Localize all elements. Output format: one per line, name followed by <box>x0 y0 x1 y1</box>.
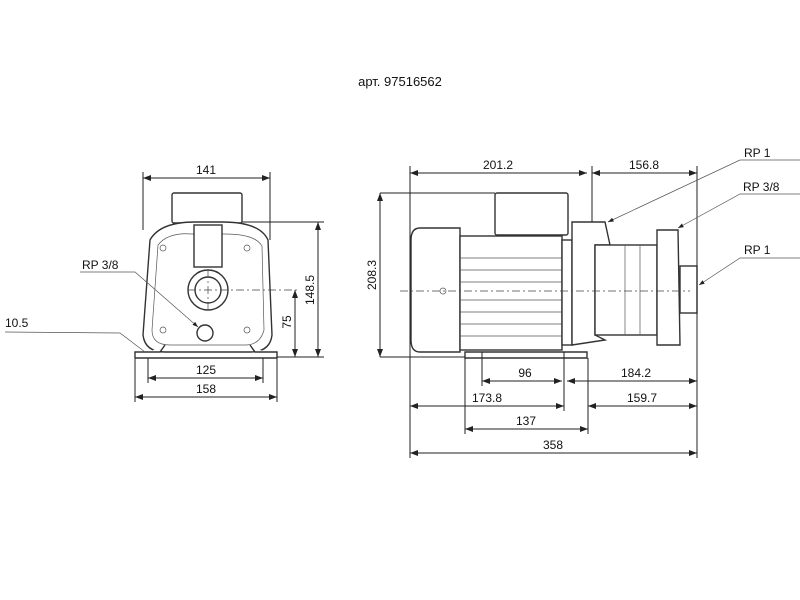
dim-358: 358 <box>543 438 563 452</box>
article-title: арт. 97516562 <box>358 74 442 89</box>
base-foot-side <box>464 351 588 359</box>
dim-158: 158 <box>196 382 216 396</box>
motor-fan-cover <box>410 227 461 353</box>
label-rp-3-8-front: RP 3/8 <box>82 258 119 272</box>
dim-125: 125 <box>196 363 216 377</box>
dim-10-5: 10.5 <box>5 316 29 330</box>
dim-173-8: 173.8 <box>472 391 502 405</box>
terminal-box-side <box>494 192 569 236</box>
dim-184-2: 184.2 <box>621 366 651 380</box>
label-rp-1-top: RP 1 <box>744 146 771 160</box>
dim-156-8: 156.8 <box>629 158 659 172</box>
pump-stages <box>594 244 658 336</box>
dim-208-3: 208.3 <box>365 260 379 290</box>
motor-housing <box>459 235 563 351</box>
dim-201-2: 201.2 <box>483 158 513 172</box>
end-cover <box>656 229 681 346</box>
dim-137: 137 <box>516 414 536 428</box>
base-foot <box>134 344 278 359</box>
label-rp-3-8-side: RP 3/8 <box>743 180 780 194</box>
outlet-port <box>679 265 698 314</box>
label-rp-1-outlet: RP 1 <box>744 243 771 257</box>
dim-141: 141 <box>196 163 216 177</box>
dim-159-7: 159.7 <box>627 391 657 405</box>
drain-plug <box>196 324 214 342</box>
terminal-box <box>171 192 243 224</box>
front-view: 141 148.5 75 125 158 RP 3/8 10.5 <box>4 163 324 402</box>
dim-96: 96 <box>518 366 532 380</box>
dim-75: 75 <box>280 315 294 329</box>
side-view: 201.2 156.8 208.3 96 184.2 173.8 159.7 1… <box>365 146 800 458</box>
dim-148-5: 148.5 <box>303 275 317 305</box>
